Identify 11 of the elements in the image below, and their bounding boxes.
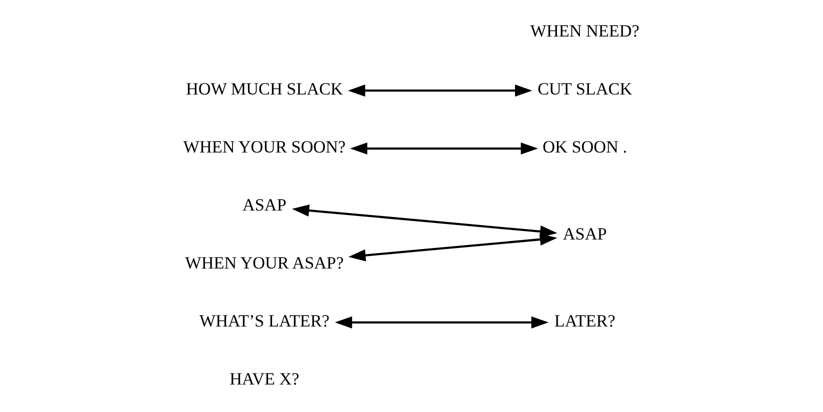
node-text: HAVE X?: [230, 368, 300, 388]
node-text: ASAP: [242, 195, 286, 214]
node-text: WHEN NEED?: [530, 21, 640, 40]
node-text: ASAP: [562, 224, 607, 244]
node-text: HOW MUCH SLACK: [186, 79, 343, 98]
node-text: LATER?: [554, 311, 616, 330]
node-text: OK SOON .: [542, 137, 628, 156]
node-text: WHEN YOUR ASAP?: [185, 253, 344, 272]
node-text: WHAT’S LATER?: [199, 311, 330, 330]
node-text: CUT SLACK: [538, 79, 632, 98]
node-text: WHEN YOUR SOON?: [183, 137, 346, 156]
